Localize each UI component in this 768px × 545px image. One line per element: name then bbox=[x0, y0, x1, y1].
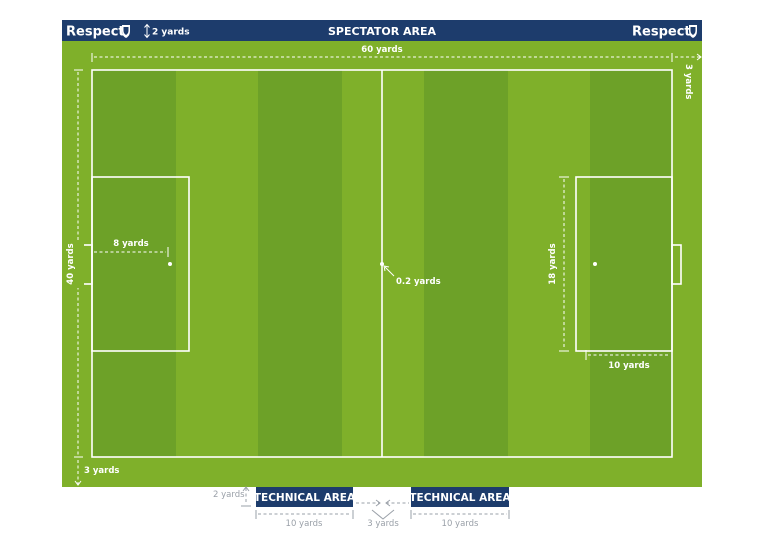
tech-width-right-label: 10 yards bbox=[442, 519, 479, 529]
brand-right: Respect bbox=[632, 25, 691, 40]
center-mark-label: 0.2 yards bbox=[396, 277, 441, 287]
box-width-dimension bbox=[559, 176, 569, 352]
spectator-title: SPECTATOR AREA bbox=[328, 25, 437, 38]
penalty-distance-label: 8 yards bbox=[113, 239, 149, 249]
tech-gap-dimension bbox=[356, 499, 409, 520]
tech-width-left-label: 10 yards bbox=[286, 519, 323, 529]
width-label: 40 yards bbox=[66, 243, 76, 284]
box-depth-label: 10 yards bbox=[608, 361, 649, 371]
length-dimension bbox=[91, 53, 673, 62]
penalty-spot-left bbox=[168, 262, 172, 266]
box-width-label: 18 yards bbox=[548, 243, 558, 284]
tech-offset-label: 2 yards bbox=[213, 490, 245, 500]
brand-left: Respect bbox=[66, 25, 125, 40]
technical-area-left bbox=[256, 487, 353, 507]
tech-offset-dimension bbox=[241, 486, 251, 507]
technical-area-right bbox=[411, 487, 509, 507]
tech-width-left-dimension bbox=[255, 510, 354, 519]
technical-area-left-label: TECHNICAL AREA bbox=[254, 492, 356, 504]
technical-area-right-label: TECHNICAL AREA bbox=[409, 492, 511, 504]
center-spot bbox=[380, 262, 384, 266]
length-label: 60 yards bbox=[361, 45, 402, 55]
shield-crest-icon bbox=[689, 25, 697, 38]
box-depth-dimension bbox=[585, 350, 673, 360]
penalty-distance-dimension bbox=[94, 247, 169, 257]
width-dimension bbox=[74, 69, 83, 458]
shield-crest-icon bbox=[122, 25, 130, 38]
bar-height-label: 2 yards bbox=[152, 28, 190, 38]
mowing-stripes bbox=[92, 70, 672, 457]
tech-width-right-dimension bbox=[410, 510, 510, 519]
side-margin-label: 3 yards bbox=[683, 64, 693, 100]
end-margin-label: 3 yards bbox=[84, 466, 120, 476]
center-mark-pointer bbox=[383, 265, 395, 277]
penalty-spot-right bbox=[593, 262, 597, 266]
tech-gap-label: 3 yards bbox=[367, 519, 399, 529]
double-arrow-icon bbox=[144, 23, 150, 39]
side-margin-dimension bbox=[675, 53, 702, 61]
spectator-bar bbox=[62, 20, 702, 41]
end-margin-dimension bbox=[74, 460, 82, 486]
goal-right bbox=[671, 244, 682, 285]
